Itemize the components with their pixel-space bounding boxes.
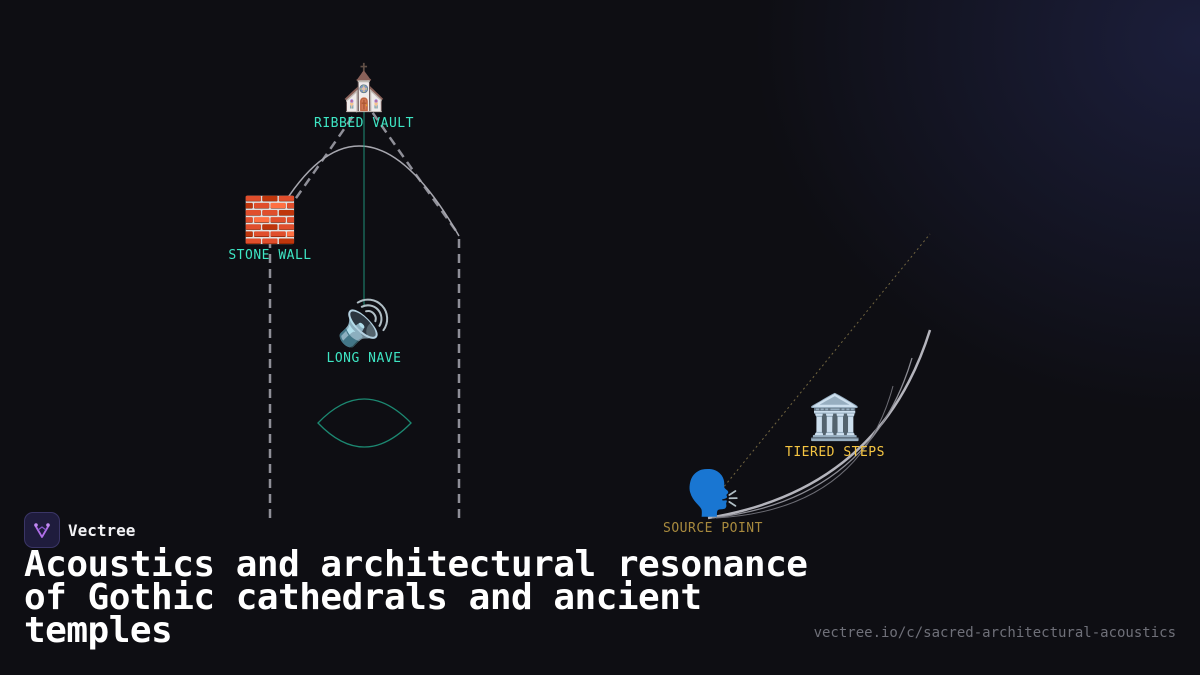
cathedral-outline — [268, 97, 461, 518]
brand-name: Vectree — [68, 520, 136, 540]
long-nave-node: 🔊 LONG NAVE — [274, 298, 454, 367]
source-url[interactable]: vectree.io/c/sacred-architectural-acoust… — [813, 625, 1176, 641]
sightline-dotted — [717, 233, 931, 495]
amphitheater-outline — [707, 233, 932, 520]
ribbed-vault-node: ⛪ RIBBED VAULT — [274, 63, 454, 132]
brick-wall-icon: 🧱 — [242, 195, 298, 246]
tier-curve-outer — [707, 329, 932, 520]
brand[interactable]: Vectree — [24, 512, 135, 548]
ribbed-vault-label: RIBBED VAULT — [314, 116, 414, 131]
source-point-node: 🗣️ SOURCE POINT — [623, 468, 803, 537]
tier-curve-inner — [715, 385, 894, 519]
stone-wall-node: 🧱 STONE WALL — [180, 195, 360, 264]
classical-building-icon: 🏛️ — [807, 392, 863, 443]
vectree-logo-icon — [24, 512, 60, 548]
nave-lens-shape — [317, 398, 412, 448]
logo-mark-icon — [34, 523, 50, 538]
vault-curve — [279, 145, 460, 237]
tier-curve-middle — [711, 357, 913, 519]
page-title: Acoustics and architectural resonance of… — [24, 544, 808, 651]
tiered-steps-label: TIERED STEPS — [785, 445, 885, 460]
source-point-label: SOURCE POINT — [663, 521, 763, 536]
speaker-icon: 🔊 — [336, 298, 392, 349]
church-icon: ⛪ — [336, 63, 392, 114]
tiered-steps-node: 🏛️ TIERED STEPS — [745, 392, 925, 461]
speaking-head-icon: 🗣️ — [685, 468, 741, 519]
long-nave-label: LONG NAVE — [326, 351, 402, 366]
stone-wall-label: STONE WALL — [228, 248, 312, 263]
